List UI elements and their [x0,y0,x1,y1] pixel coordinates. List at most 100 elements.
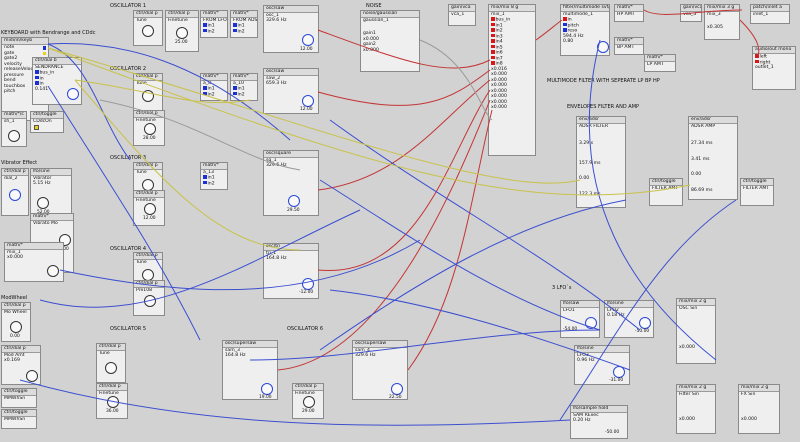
bendrange-module[interactable]: ctrl/dial b SENDRANCE bus_in in in 0.141 [32,57,82,105]
osc1-tune-knob[interactable] [142,25,154,37]
multimode-filter-module[interactable]: filter/multimode svf/m multimode_1 in pi… [560,4,610,56]
modwheel-knob-value: 0.00 [10,334,20,339]
osc5-finetune-module[interactable]: ctrl/dial p Finetune 36.00 [96,383,128,419]
osc2-label: OSCILLATOR 2 [110,66,147,72]
vibrato-knob[interactable] [37,197,49,209]
osc2-saw-module[interactable]: osc/saw saw_2 659.3 Hz 12.00 [263,68,319,114]
osc2-math-a8[interactable]: math/* a_8 in1 in2 [200,73,228,101]
filter-cutoff-knob[interactable] [597,41,609,53]
osc2-finetune-knob[interactable] [144,123,156,135]
hp-amt-module[interactable]: math/* HP AMT [614,4,644,22]
lfo-osc-mix-module[interactable]: mix/mix 2 g OSC Sin x0.000 [676,298,716,364]
cddc-checkbox[interactable] [34,125,39,130]
modwheel-knob[interactable] [10,321,22,333]
lp-amt-module[interactable]: math/* LP AMT [644,54,676,72]
mixer-in3: in3 [489,33,535,40]
module-name: CDdcOn [33,119,52,124]
lfo2-module[interactable]: lfo/sine LFO2 0.18 Hz -50.00 [604,300,654,338]
lfo2-rate-knob[interactable] [639,317,651,329]
module-name: sam_3 [225,348,240,353]
adsr-amp-module[interactable]: env/adsr ADSR AMP 27.34 ms 3.41 ms 0.00 … [688,116,738,200]
module-header: ctrl/dial p [134,163,162,170]
osc2-tune-knob[interactable] [142,90,154,102]
filter-amt-toggle[interactable]: ctrl/toggle FILTER AMT [649,178,683,206]
osc1-finetune-module[interactable]: ctrl/dial p Finetune 25.00 [165,10,199,52]
osc5-tune-module[interactable]: ctrl/dial p Tune [96,343,126,383]
modwheel-module[interactable]: ctrl/dial p Mo Wheel 0.00 [1,302,31,342]
osc3-finetune-knob[interactable] [144,203,156,215]
osc5-tune-knob[interactable] [105,362,117,374]
module-name: Tune [136,81,147,86]
module-name: Vibrato Mo [33,221,58,226]
output-vca-module[interactable]: gain/vca vca_3 [680,4,702,22]
filter-reso-value: 0.80 [563,39,574,44]
bendrange-knob[interactable] [67,88,79,100]
vibrato-lfo-module[interactable]: lfo/sine Vibrator 5.15 Hz 52.00 [30,168,72,218]
vca-module[interactable]: gain/vca vca_1 [448,4,476,26]
vibrato-dial-module[interactable]: ctrl/dial p dial_2 [1,168,29,216]
osc3-pitch-knob[interactable] [288,195,300,207]
amp-amt-toggle[interactable]: ctrl/toggle FILTER AMT [740,178,774,206]
audio-out-module[interactable]: audio/out mono left right outlet_1 [752,46,796,90]
mmw-toggle-module-2[interactable]: ctrl/toggle MMWhSn [1,409,37,429]
osc4-pitch-knob[interactable] [302,278,314,290]
module-name: outlet_1 [755,65,774,70]
module-header: math/* [231,74,257,81]
module-header: ctrl/dial p [293,384,323,391]
osc5-supersaw-module[interactable]: osc/supersaw sam_3 164.8 Hz 19.00 [222,340,278,400]
module-name: FROM LFO1 [203,18,227,23]
sample-hold-module[interactable]: lfo/sample hold SAM RExec 0.20 Hz -50.00 [570,405,628,439]
noise-module[interactable]: noise/gaussian gaussian_1 gain1 x0.000 g… [360,10,420,72]
osc2-pitch-knob[interactable] [302,95,314,107]
mod-amount-module[interactable]: ctrl/dial p Mod Amt x0.169 [1,345,41,385]
lfo-filter-mix-module[interactable]: mix/mix 2 g Filter Sin x0.000 [676,384,716,434]
vibrato-vol-module[interactable]: math/* mix_1 x0.000 [4,242,64,282]
osc3-label: OSCILLATOR 3 [110,155,147,161]
audio-out-right: right [753,59,795,66]
osc6-finetune-knob[interactable] [303,396,315,408]
osc1-saw-module[interactable]: osc/saw osc_1 329.6 Hz 12.00 [263,5,319,53]
osc3-square-module[interactable]: osc/square sq_1 329.6 Hz 29.50 [263,150,319,216]
adsr-filter-module[interactable]: env/adsr ADSR FILTER 3.29 s 157.9 ms 0.0… [576,116,626,208]
osc4-pre-module[interactable]: ctrl/dial p Pre108 [133,280,165,316]
module-header: ctrl/toggle [650,179,682,186]
osc6-supersaw-module[interactable]: osc/supersaw sam_4 329.6 Hz 22.50 [352,340,408,400]
patch-inlet-module[interactable]: patch/inlet a inlet_1 [750,4,790,24]
vibrato-rate-knob[interactable] [9,189,21,201]
osc3-finetune-value: 12.00 [143,216,156,221]
osc1-adsr-module[interactable]: math/* FROM ADSR in1 in2 [230,10,258,38]
vibrato-vol-knob[interactable] [47,265,59,277]
filter-pitch: pitch [561,22,609,29]
osc2-math-a10[interactable]: math/* a_10 in1 in2 [230,73,258,101]
lfo3-rate-knob[interactable] [613,366,625,378]
output-mixer-module[interactable]: mix/mix 3 g mix_3 x0.305 [704,4,740,40]
bp-amt-module[interactable]: math/* BP AMT [614,37,644,55]
osc1-pitch-knob[interactable] [302,34,314,46]
osc4-frequency: 164.8 Hz [266,256,287,261]
osc-mixer-module[interactable]: mix/mix 8 g mix_1 bus_in in1 in2 in3 in4… [488,4,536,156]
cddc-toggle-module[interactable]: ctrl/toggle CDdcOn [30,111,64,133]
mod-amount-knob[interactable] [26,370,38,382]
osc2-finetune-module[interactable]: ctrl/dial p Finetune 28.00 [133,110,165,146]
osc6-pitch-knob[interactable] [391,383,403,395]
osc2-tune-module[interactable]: ctrl/dial p Tune [133,73,163,111]
osc6-finetune-module[interactable]: ctrl/dial p Finetune 29.00 [292,383,324,419]
osc3-finetune-module[interactable]: ctrl/dial p Finetune 12.00 [133,190,165,226]
osc5-pitch-knob[interactable] [261,383,273,395]
sh-math-module[interactable]: math/*/c sh_1 [1,111,27,147]
lfo3-module[interactable]: lfo/sine LFO3 0.96 Hz -31.00 [574,345,630,385]
osc3-math-a13[interactable]: math/* a_13 in1 in2 [200,162,228,190]
mmw-toggle-module[interactable]: ctrl/toggle MMWhSn [1,388,37,408]
lfo1-module[interactable]: lfo/saw LFO1 -54.00 [560,300,600,338]
lfo-fx-mix-module[interactable]: mix/mix 2 g FX Sin x0.000 [738,384,780,434]
osc5-finetune-knob[interactable] [107,396,119,408]
input-in1: in1 [201,23,227,29]
lfo1-rate-knob[interactable] [585,317,597,329]
osc4-pre-knob[interactable] [144,295,156,307]
osc4-tri-module[interactable]: osc/tri tri_1 164.8 Hz -12.00 [263,243,319,299]
osc1-finetune-knob[interactable] [176,27,188,39]
sh-knob[interactable] [8,130,20,142]
osc1-tune-module[interactable]: ctrl/dial p Tune [133,10,163,46]
osc1-lfo-module[interactable]: math/* FROM LFO1 in1 in2 [200,10,228,38]
